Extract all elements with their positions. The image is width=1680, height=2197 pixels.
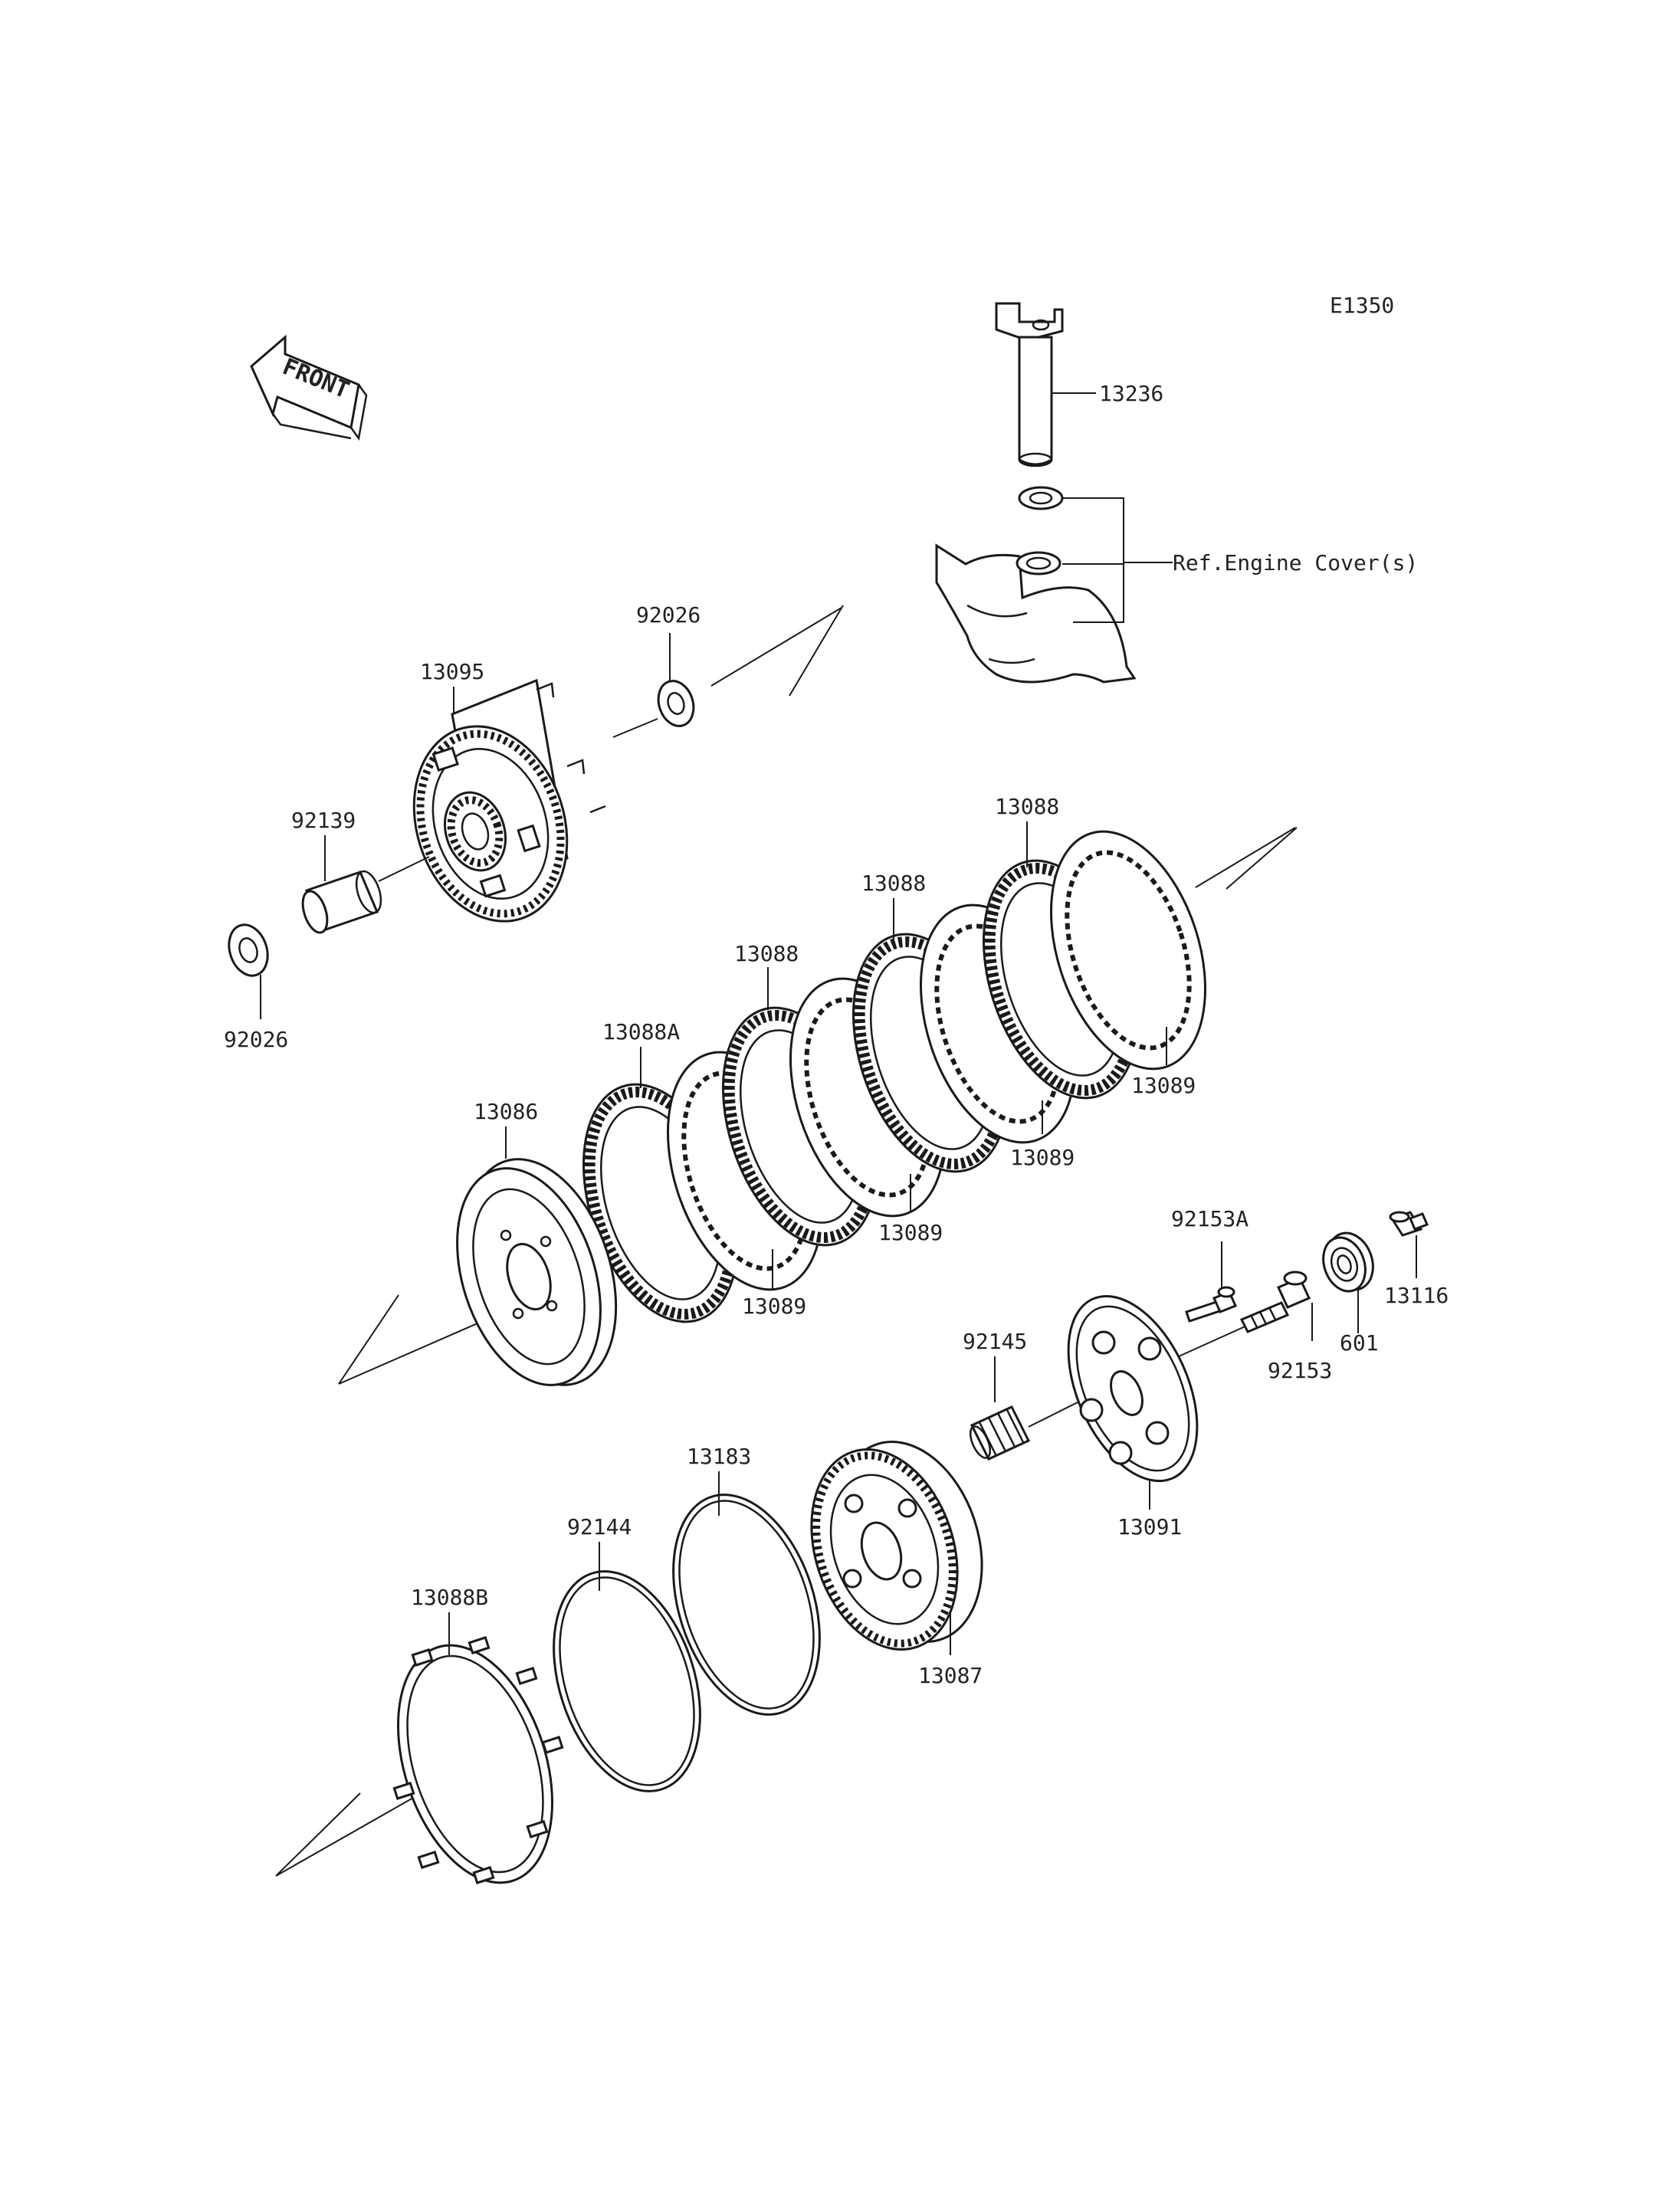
label-13089-3: 13089	[1010, 1145, 1075, 1170]
ref-engine-cover-label: Ref.Engine Cover(s)	[1173, 550, 1418, 575]
clutch-release-shaft	[995, 302, 1064, 467]
label-13088-right: 13088	[995, 794, 1059, 819]
collar	[301, 870, 382, 934]
label-92153: 92153	[1268, 1358, 1332, 1383]
label-13086: 13086	[474, 1099, 538, 1124]
label-13088B: 13088B	[411, 1585, 488, 1610]
label-601: 601	[1340, 1330, 1379, 1356]
friction-plate-13088B	[392, 1636, 564, 1884]
label-13116: 13116	[1384, 1283, 1449, 1308]
label-92139: 92139	[291, 808, 356, 833]
pressure-plate	[1067, 1294, 1199, 1483]
clutch-spring	[969, 1405, 1031, 1461]
front-arrow-icon	[250, 334, 368, 441]
clutch-plate-13086	[456, 1158, 618, 1386]
oil-seal	[1018, 486, 1064, 510]
washer-top	[657, 680, 695, 727]
label-13089-4: 13089	[1131, 1073, 1196, 1098]
label-92145: 92145	[963, 1329, 1027, 1354]
engine-cover-fragment	[935, 543, 1137, 684]
ring-13183	[672, 1494, 821, 1716]
spring-ring-92144	[553, 1570, 701, 1792]
clutch-hub	[810, 1441, 983, 1651]
label-13088-left: 13088	[734, 941, 799, 966]
diagram-code: E1350	[1330, 293, 1394, 318]
label-92026-top: 92026	[636, 602, 701, 628]
label-13088-middle: 13088	[861, 871, 926, 896]
label-92026-bottom: 92026	[224, 1027, 288, 1052]
label-13091: 13091	[1117, 1514, 1182, 1540]
label-92153A: 92153A	[1171, 1206, 1249, 1231]
label-92144: 92144	[567, 1514, 632, 1540]
washer-bottom	[228, 923, 269, 977]
bolt-92153	[1239, 1271, 1311, 1333]
clutch-housing	[412, 678, 606, 923]
label-13087: 13087	[918, 1663, 983, 1688]
label-13089-2: 13089	[878, 1220, 943, 1245]
label-13236: 13236	[1099, 381, 1163, 406]
bolt-92153A	[1185, 1286, 1238, 1323]
pin-13116	[1389, 1211, 1429, 1237]
label-13089-1: 13089	[742, 1294, 806, 1319]
ball-bearing	[1322, 1231, 1374, 1293]
label-13095: 13095	[420, 659, 484, 684]
steel-plate-4	[1049, 830, 1207, 1071]
label-13088A: 13088A	[602, 1019, 680, 1044]
label-13183: 13183	[687, 1444, 751, 1469]
